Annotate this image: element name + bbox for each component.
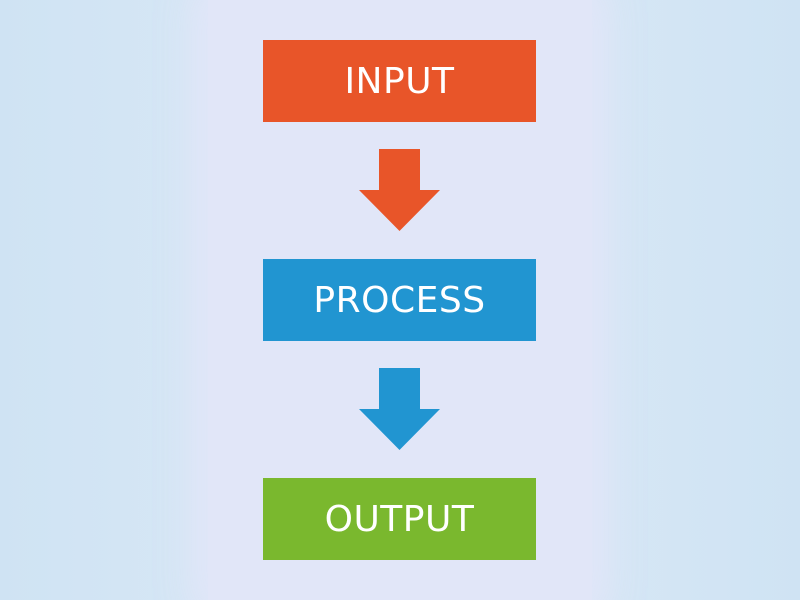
output-label: OUTPUT — [324, 498, 475, 540]
arrow-down-icon — [359, 368, 440, 450]
input-label: INPUT — [344, 60, 455, 102]
arrow-down-icon — [359, 149, 440, 231]
input-box: INPUT — [263, 40, 536, 122]
output-box: OUTPUT — [263, 478, 536, 560]
arrow-2-shape — [359, 368, 440, 450]
process-box: PROCESS — [263, 259, 536, 341]
process-label: PROCESS — [313, 279, 486, 321]
arrow-1-shape — [359, 149, 440, 231]
